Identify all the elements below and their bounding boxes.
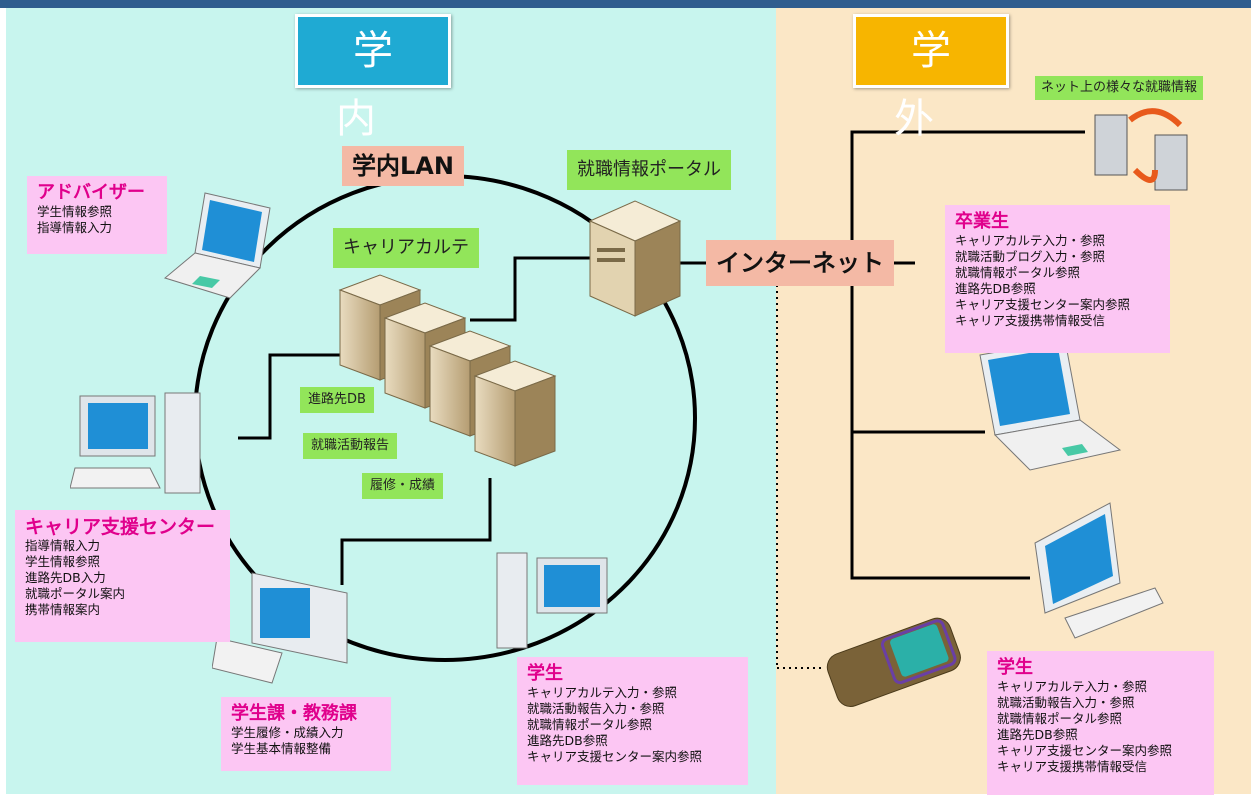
graduate-title: 卒業生 bbox=[955, 211, 1009, 232]
portal-server-icon bbox=[588, 200, 682, 317]
student-inside-line: キャリアカルテ入力・参照 bbox=[527, 685, 678, 700]
career-center-line: 学生情報参照 bbox=[25, 554, 101, 569]
student-inside-panel: 学生 キャリアカルテ入力・参照 就職活動報告入力・参照 就職情報ポータル参照 進… bbox=[517, 657, 748, 785]
web-job-info-label: ネット上の様々な就職情報 bbox=[1035, 76, 1204, 100]
student-outside-line: キャリアカルテ入力・参照 bbox=[997, 679, 1148, 694]
student-inside-line: 進路先DB参照 bbox=[527, 733, 608, 748]
karte-server-stack-icon bbox=[338, 274, 557, 467]
outside-campus-title: 学 外 bbox=[853, 14, 1009, 142]
student-affairs-line: 学生履修・成績入力 bbox=[231, 725, 344, 740]
student-affairs-panel: 学生課・教務課 学生履修・成績入力 学生基本情報整備 bbox=[221, 697, 391, 771]
career-center-line: 就職ポータル案内 bbox=[25, 586, 126, 601]
db-job-report-label: 就職活動報告 bbox=[303, 433, 398, 459]
db-career-destination-label: 進路先DB bbox=[300, 387, 374, 413]
student-affairs-line: 学生基本情報整備 bbox=[231, 741, 332, 756]
student-inside-line: 就職情報ポータル参照 bbox=[527, 717, 653, 732]
career-karte-label: キャリアカルテ bbox=[333, 228, 479, 268]
graduate-line: キャリア支援センター案内参照 bbox=[955, 297, 1131, 312]
advisor-laptop-icon bbox=[163, 192, 271, 299]
outside-desktop-icon bbox=[1034, 502, 1164, 639]
student-outside-line: 就職情報ポータル参照 bbox=[997, 711, 1123, 726]
db-grades-label: 履修・成績 bbox=[362, 473, 444, 499]
graduate-laptop-icon bbox=[979, 340, 1122, 471]
career-center-line: 携帯情報案内 bbox=[25, 602, 101, 617]
inside-campus-title: 学 内 bbox=[295, 14, 451, 142]
student-outside-line: 就職活動報告入力・参照 bbox=[997, 695, 1135, 710]
advisor-line: 指導情報入力 bbox=[37, 220, 113, 235]
graduate-line: 就職活動ブログ入力・参照 bbox=[955, 249, 1106, 264]
graduate-line: キャリアカルテ入力・参照 bbox=[955, 233, 1106, 248]
graduate-line: 進路先DB参照 bbox=[955, 281, 1036, 296]
student-outside-line: キャリア支援センター案内参照 bbox=[997, 743, 1173, 758]
advisor-title: アドバイザー bbox=[37, 182, 145, 203]
desktop-to-karte-line bbox=[238, 353, 345, 440]
advisor-line: 学生情報参照 bbox=[37, 204, 113, 219]
center-desktop-icon bbox=[70, 392, 201, 494]
karte-to-lab-line bbox=[340, 478, 492, 585]
affairs-desktop-icon bbox=[212, 572, 348, 684]
student-affairs-title: 学生課・教務課 bbox=[231, 703, 357, 724]
student-inside-title: 学生 bbox=[527, 663, 563, 684]
graduate-line: 就職情報ポータル参照 bbox=[955, 265, 1081, 280]
career-center-line: 進路先DB入力 bbox=[25, 570, 106, 585]
student-inside-line: キャリア支援センター案内参照 bbox=[527, 749, 703, 764]
career-center-line: 指導情報入力 bbox=[25, 538, 101, 553]
campus-lan-label: 学内LAN bbox=[342, 146, 464, 186]
student-desktop-icon bbox=[496, 552, 608, 649]
student-outside-line: キャリア支援携帯情報受信 bbox=[997, 759, 1148, 774]
graduate-line: キャリア支援携帯情報受信 bbox=[955, 313, 1106, 328]
web-servers-icon bbox=[1094, 108, 1188, 191]
career-center-title: キャリア支援センター bbox=[25, 516, 216, 538]
internet-label: インターネット bbox=[706, 240, 894, 286]
karte-to-portal-line bbox=[470, 256, 590, 322]
graduate-panel: 卒業生 キャリアカルテ入力・参照 就職活動ブログ入力・参照 就職情報ポータル参照… bbox=[945, 205, 1170, 353]
job-portal-label: 就職情報ポータル bbox=[567, 150, 731, 190]
student-outside-panel: 学生 キャリアカルテ入力・参照 就職活動報告入力・参照 就職情報ポータル参照 進… bbox=[987, 651, 1214, 795]
outside-backbone-line bbox=[850, 130, 1085, 580]
mobile-phone-icon bbox=[826, 617, 961, 707]
student-outside-title: 学生 bbox=[997, 657, 1033, 678]
top-bar bbox=[0, 0, 1251, 8]
student-inside-line: 就職活動報告入力・参照 bbox=[527, 701, 665, 716]
advisor-panel: アドバイザー 学生情報参照 指導情報入力 bbox=[27, 176, 167, 254]
student-outside-line: 進路先DB参照 bbox=[997, 727, 1078, 742]
career-center-panel: キャリア支援センター 指導情報入力 学生情報参照 進路先DB入力 就職ポータル案… bbox=[15, 510, 230, 642]
